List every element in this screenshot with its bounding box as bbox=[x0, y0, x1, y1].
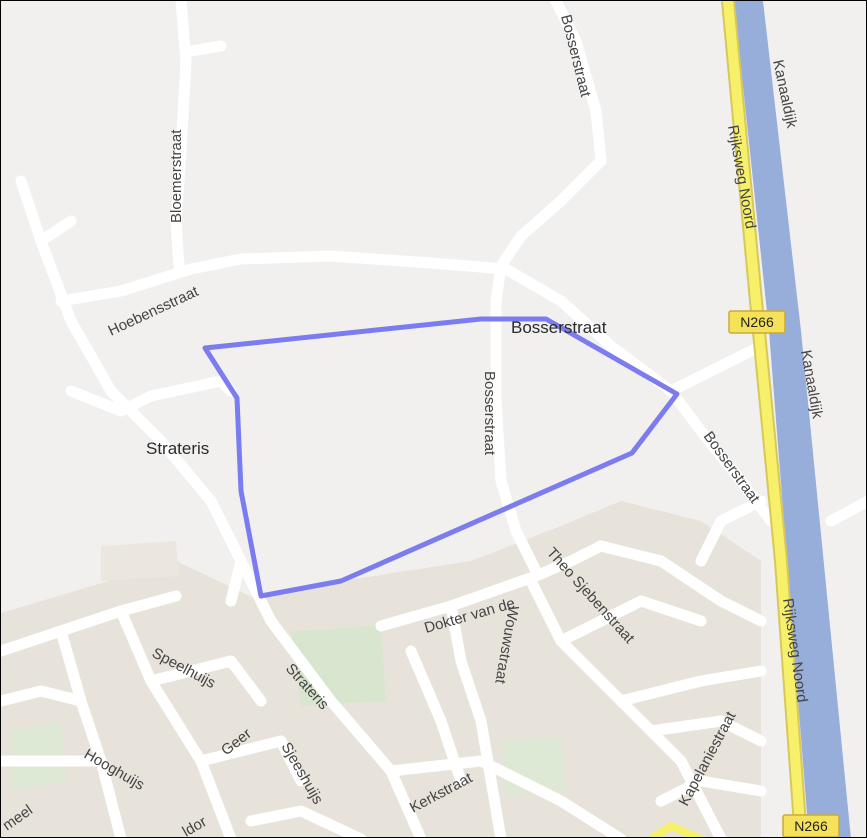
street-label-bloemerstraat: Bloemerstraat bbox=[168, 129, 185, 223]
highway-ramp bbox=[648, 821, 703, 837]
canal bbox=[734, 1, 851, 837]
area-boundary bbox=[202, 316, 680, 599]
n266-shield: N266 bbox=[728, 310, 786, 334]
street-label-bosserstraat-mid: Bosserstraat bbox=[481, 371, 498, 456]
place-label-bosserstraat: Bosserstraat bbox=[511, 318, 607, 337]
svg-text:N266: N266 bbox=[794, 818, 828, 834]
n266-shield: N266 bbox=[782, 814, 840, 837]
place-label-strateris: Strateris bbox=[146, 439, 209, 458]
built-up-area bbox=[101, 541, 179, 581]
rijksweg-noord-highway bbox=[723, 1, 806, 837]
svg-text:N266: N266 bbox=[740, 314, 774, 330]
